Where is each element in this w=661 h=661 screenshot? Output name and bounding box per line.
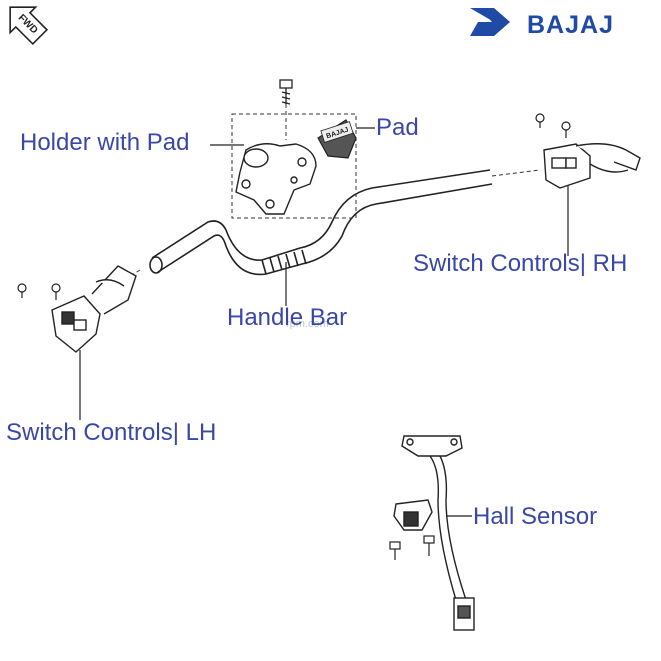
- brand-name: BAJAJ: [527, 11, 614, 39]
- watermark: rpm.com: [286, 318, 329, 330]
- bolt-icon: [279, 79, 293, 105]
- switch-controls-rh: [543, 143, 641, 189]
- label-holder-with-pad: Holder with Pad: [20, 129, 190, 156]
- holder-with-pad: [235, 143, 317, 215]
- pad: BAJAJ: [317, 119, 357, 159]
- label-pad: Pad: [376, 114, 419, 141]
- label-hall-sensor: Hall Sensor: [473, 503, 598, 530]
- screw-icon: [17, 283, 61, 300]
- label-switch-controls-rh: Switch Controls| RH: [413, 250, 628, 277]
- bolt-icon: [389, 535, 435, 560]
- screw-icon: [535, 113, 571, 138]
- leader-lines: [79, 127, 569, 517]
- bajaj-logo-icon: [470, 8, 510, 36]
- hall-sensor: [393, 435, 475, 631]
- handle-bar: [149, 169, 493, 276]
- switch-controls-lh: [51, 265, 137, 353]
- fwd-arrow-icon: FWD: [9, 6, 49, 46]
- watermark-text: rpm: [286, 318, 305, 330]
- watermark-suffix: .com: [304, 318, 329, 330]
- label-switch-controls-lh: Switch Controls| LH: [6, 419, 217, 446]
- label-handle-bar: Handle Bar: [227, 304, 348, 331]
